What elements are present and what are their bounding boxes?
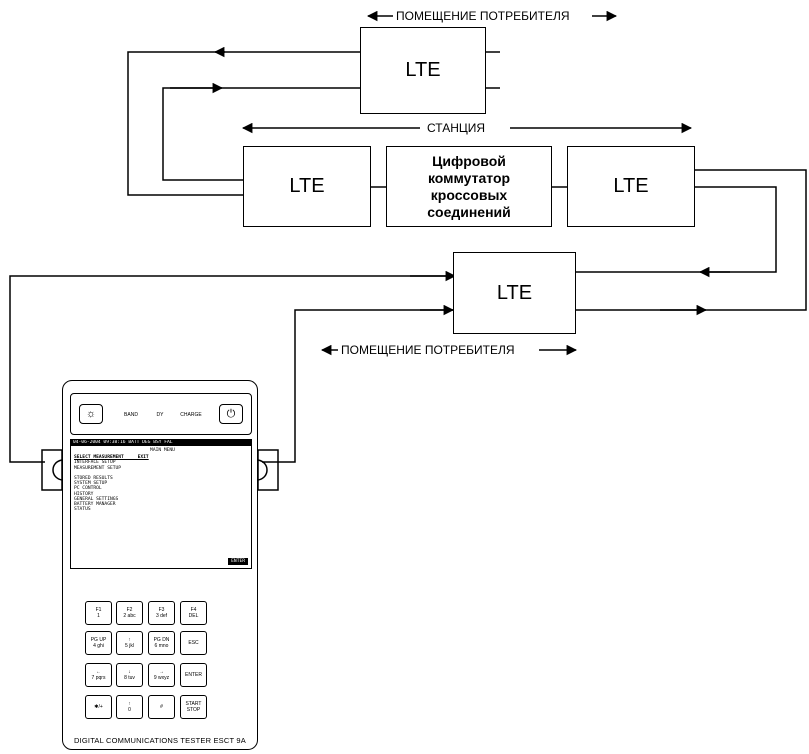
lte-top-box: LTE (360, 27, 486, 114)
led-charge: CHARGE (180, 412, 202, 418)
keypad-key[interactable]: ↑5 jkl (116, 631, 143, 655)
keypad-key[interactable]: ENTER (180, 663, 207, 687)
keypad-key[interactable]: ↓8 tuv (116, 663, 143, 687)
keypad-key[interactable]: ↑0 (116, 695, 143, 719)
link-tester-right-to-lte-bottom (262, 309, 453, 463)
customer-premises-top-label: ПОМЕЩЕНИЕ ПОТРЕБИТЕЛЯ (393, 9, 573, 23)
tester-model-label: DIGITAL COMMUNICATIONS TESTER ESCT 9A (73, 736, 246, 745)
menu-line[interactable]: BATTERY MANAGER (74, 502, 116, 508)
link-lte-left-to-lte-top-outer (127, 51, 244, 196)
tester-left-connector (41, 449, 63, 491)
power-icon[interactable]: ⏻ (219, 404, 243, 424)
keypad-key[interactable]: # (148, 695, 175, 719)
menu-line[interactable]: SELECT MEASUREMENT EXIT (74, 455, 149, 461)
lte-bottom-box: LTE (453, 252, 576, 334)
keypad-key[interactable]: →9 wxyz (148, 663, 175, 687)
digital-cross-connect-box: Цифровой коммутатор кроссовых соединений (386, 146, 552, 227)
menu-line[interactable]: INTERFACE SETUP (74, 460, 116, 466)
lte-left-box: LTE (243, 146, 371, 227)
menu-line[interactable]: PC CONTROL (74, 486, 102, 492)
menu-line[interactable]: SYSTEM SETUP (74, 481, 108, 487)
link-lte-left-to-lte-top-inner (162, 87, 360, 181)
customer-premises-bottom-label: ПОМЕЩЕНИЕ ПОТРЕБИТЕЛЯ (338, 343, 518, 357)
tester-screen: 04-06-2004 09:38:16 BATT DEG BSY FAL MAI… (70, 439, 252, 569)
led-band: BAND (124, 412, 138, 418)
menu-line[interactable]: HISTORY (74, 491, 94, 497)
menu-line[interactable]: GENERAL SETTINGS (74, 496, 119, 502)
menu-line[interactable]: STATUS (74, 507, 91, 513)
screen-status-bar: 04-06-2004 09:38:16 BATT DEG BSY FAL (71, 440, 251, 446)
menu-line[interactable]: STORED RESULTS (74, 476, 113, 482)
keypad-key[interactable]: ESC (180, 631, 207, 655)
screen-menu-lines: SELECT MEASUREMENT EXIT INTERFACE SETUP … (71, 455, 251, 512)
menu-line[interactable]: MEASUREMENT SETUP (74, 465, 122, 471)
keypad-key[interactable]: ✱/+ (85, 695, 112, 719)
station-label: СТАНЦИЯ (424, 121, 489, 135)
link-tester-left-to-lte-bottom (9, 275, 453, 463)
link-lte-right-to-lte-bottom-inner (575, 186, 777, 273)
tester-top-panel: ☼ BAND DY CHARGE ⏻ (70, 393, 252, 435)
keypad-key[interactable]: ←7 pqrs (85, 663, 112, 687)
tester-right-connector (257, 449, 279, 491)
screen-softkey[interactable]: ENTER (228, 557, 248, 565)
screen-title: MAIN MENU (150, 448, 175, 453)
led-dy: DY (156, 412, 164, 418)
backlight-icon[interactable]: ☼ (79, 404, 103, 424)
digital-communications-tester: ☼ BAND DY CHARGE ⏻ 04-06-2004 09:38:16 B… (62, 380, 258, 750)
lte-right-box: LTE (567, 146, 695, 227)
